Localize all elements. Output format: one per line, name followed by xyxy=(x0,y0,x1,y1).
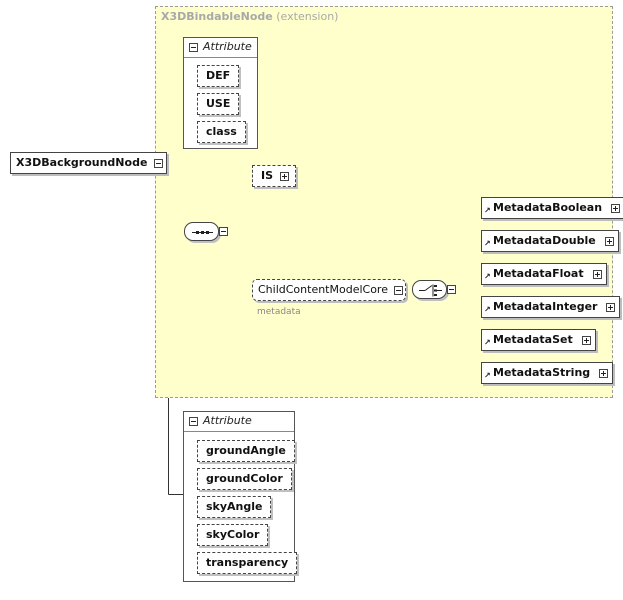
attribute-sky-angle[interactable]: skyAngle xyxy=(197,496,272,518)
minus-toggle-icon[interactable] xyxy=(189,417,198,426)
attribute-sky-color[interactable]: skyColor xyxy=(197,524,269,546)
choice-compositor-icon xyxy=(419,284,442,297)
metadata-integer-element[interactable]: ↗ MetadataInteger xyxy=(481,296,621,318)
plus-toggle-icon[interactable] xyxy=(592,270,602,279)
is-element-name: IS xyxy=(261,169,274,182)
metadata-double-element[interactable]: ↗ MetadataDouble xyxy=(481,230,619,252)
minus-toggle-icon[interactable] xyxy=(189,43,198,52)
metadata-boolean-name: MetadataBoolean xyxy=(493,201,603,214)
reference-arrow-icon: ↗ xyxy=(484,272,491,281)
metadata-string-name: MetadataString xyxy=(493,366,591,379)
metadata-float-name: MetadataFloat xyxy=(493,267,584,280)
plus-toggle-icon[interactable] xyxy=(581,336,591,345)
plus-toggle-icon[interactable] xyxy=(599,369,609,378)
reference-arrow-icon: ↗ xyxy=(484,206,491,215)
attribute-ground-color[interactable]: groundColor xyxy=(197,468,292,490)
extension-base-name: X3DBindableNode xyxy=(161,10,273,23)
root-element[interactable]: X3DBackgroundNode xyxy=(10,152,168,174)
metadata-boolean-element[interactable]: ↗ MetadataBoolean xyxy=(481,197,623,219)
attribute-def[interactable]: DEF xyxy=(197,65,240,87)
metadata-double-name: MetadataDouble xyxy=(493,234,596,247)
minus-toggle-icon[interactable] xyxy=(219,227,228,236)
attribute-group-divider xyxy=(184,431,294,432)
minus-toggle-icon[interactable] xyxy=(393,286,403,295)
reference-arrow-icon: ↗ xyxy=(484,338,491,347)
extension-title: X3DBindableNode (extension) xyxy=(161,10,338,24)
attribute-group-base: Attribute DEF USE class xyxy=(183,37,258,149)
sequence-compositor[interactable] xyxy=(184,222,219,241)
metadata-set-element[interactable]: ↗ MetadataSet xyxy=(481,329,596,351)
attribute-class[interactable]: class xyxy=(197,121,246,143)
root-element-name: X3DBackgroundNode xyxy=(16,156,148,169)
reference-arrow-icon: ↗ xyxy=(484,305,491,314)
reference-arrow-icon: ↗ xyxy=(484,371,491,380)
is-element[interactable]: IS xyxy=(252,165,297,187)
attribute-group-background: Attribute groundAngle groundColor skyAng… xyxy=(183,411,298,582)
plus-toggle-icon[interactable] xyxy=(606,303,616,312)
plus-toggle-icon[interactable] xyxy=(604,237,614,246)
attribute-use[interactable]: USE xyxy=(197,93,240,115)
plus-toggle-icon[interactable] xyxy=(280,172,290,181)
attribute-group-heading: Attribute xyxy=(203,414,252,427)
group-reference-name: ChildContentModelCore xyxy=(258,283,388,296)
attribute-group-heading: Attribute xyxy=(203,40,252,53)
group-reference-caption: metadata xyxy=(257,307,301,317)
attribute-group-divider xyxy=(184,57,257,58)
choice-compositor[interactable] xyxy=(412,280,447,299)
reference-arrow-icon: ↗ xyxy=(484,239,491,248)
metadata-float-element[interactable]: ↗ MetadataFloat xyxy=(481,263,607,285)
attribute-ground-angle[interactable]: groundAngle xyxy=(197,440,295,462)
attribute-transparency[interactable]: transparency xyxy=(197,552,298,574)
minus-toggle-icon[interactable] xyxy=(447,285,456,294)
sequence-compositor-icon xyxy=(192,231,213,234)
minus-toggle-icon[interactable] xyxy=(154,159,164,168)
metadata-string-element[interactable]: ↗ MetadataString xyxy=(481,362,614,384)
metadata-set-name: MetadataSet xyxy=(493,333,573,346)
group-reference[interactable]: ChildContentModelCore xyxy=(252,279,406,301)
extension-suffix: (extension) xyxy=(276,10,339,23)
metadata-integer-name: MetadataInteger xyxy=(493,300,598,313)
plus-toggle-icon[interactable] xyxy=(611,204,621,213)
